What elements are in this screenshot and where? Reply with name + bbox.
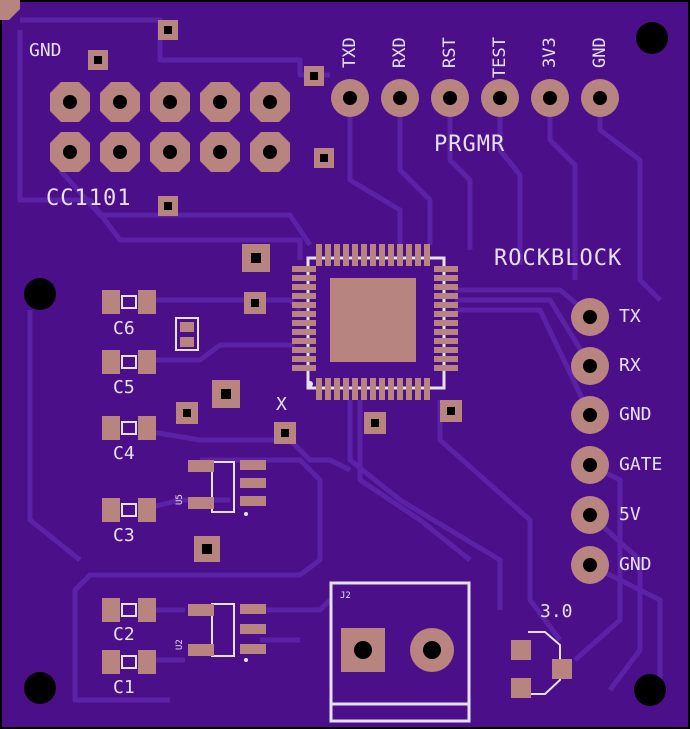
prgmr-pads bbox=[331, 79, 619, 117]
version-label: 3.0 bbox=[540, 601, 573, 622]
u2-footprint bbox=[188, 603, 266, 662]
cap-label-c4: C4 bbox=[113, 443, 135, 464]
mounting-hole bbox=[24, 278, 56, 310]
x-mark-label: X bbox=[276, 394, 287, 415]
j2-connector bbox=[329, 581, 471, 723]
j2-label: J2 bbox=[340, 591, 351, 601]
copper-traces bbox=[17, 17, 663, 703]
rockblock-pin-rx: RX bbox=[619, 355, 641, 376]
rockblock-pin-5v: 5V bbox=[619, 504, 641, 525]
mounting-hole bbox=[634, 674, 666, 706]
u5-footprint bbox=[188, 460, 266, 516]
cap-label-c3: C3 bbox=[113, 525, 135, 546]
mounting-hole bbox=[636, 22, 668, 54]
prgmr-pin-gnd: GND bbox=[590, 37, 610, 68]
cap-label-c5: C5 bbox=[113, 377, 135, 398]
mcu-qfn bbox=[292, 244, 458, 400]
rockblock-pin-tx: TX bbox=[619, 306, 641, 327]
capacitor-pads bbox=[102, 290, 156, 674]
cc1101-header bbox=[0, 0, 20, 20]
vias bbox=[88, 20, 462, 562]
u2-label: U2 bbox=[175, 639, 185, 650]
rockblock-pin-gnd-2: GND bbox=[619, 554, 652, 575]
cc1101-pads bbox=[50, 82, 290, 172]
resistor-footprint bbox=[175, 317, 199, 351]
gnd-label: GND bbox=[29, 40, 62, 61]
rockblock-label: ROCKBLOCK bbox=[494, 246, 623, 271]
cap-label-c6: C6 bbox=[113, 318, 135, 339]
prgmr-pin-rxd: RXD bbox=[390, 37, 410, 68]
prgmr-label: PRGMR bbox=[434, 132, 506, 157]
cap-label-c1: C1 bbox=[113, 677, 135, 698]
prgmr-pin-3v3: 3V3 bbox=[540, 37, 560, 68]
rockblock-pads bbox=[571, 298, 609, 584]
cap-label-c2: C2 bbox=[113, 624, 135, 645]
mounting-hole bbox=[24, 672, 56, 704]
rockblock-pin-gate: GATE bbox=[619, 454, 663, 475]
prgmr-pin-txd: TXD bbox=[340, 37, 360, 68]
cc1101-label: CC1101 bbox=[46, 186, 132, 211]
prgmr-pin-test: TEST bbox=[490, 37, 510, 78]
prgmr-pin-rst: RST bbox=[440, 37, 460, 68]
rockblock-pin-gnd: GND bbox=[619, 404, 652, 425]
u5-label: U5 bbox=[175, 494, 185, 505]
sot23-footprint bbox=[511, 631, 572, 698]
